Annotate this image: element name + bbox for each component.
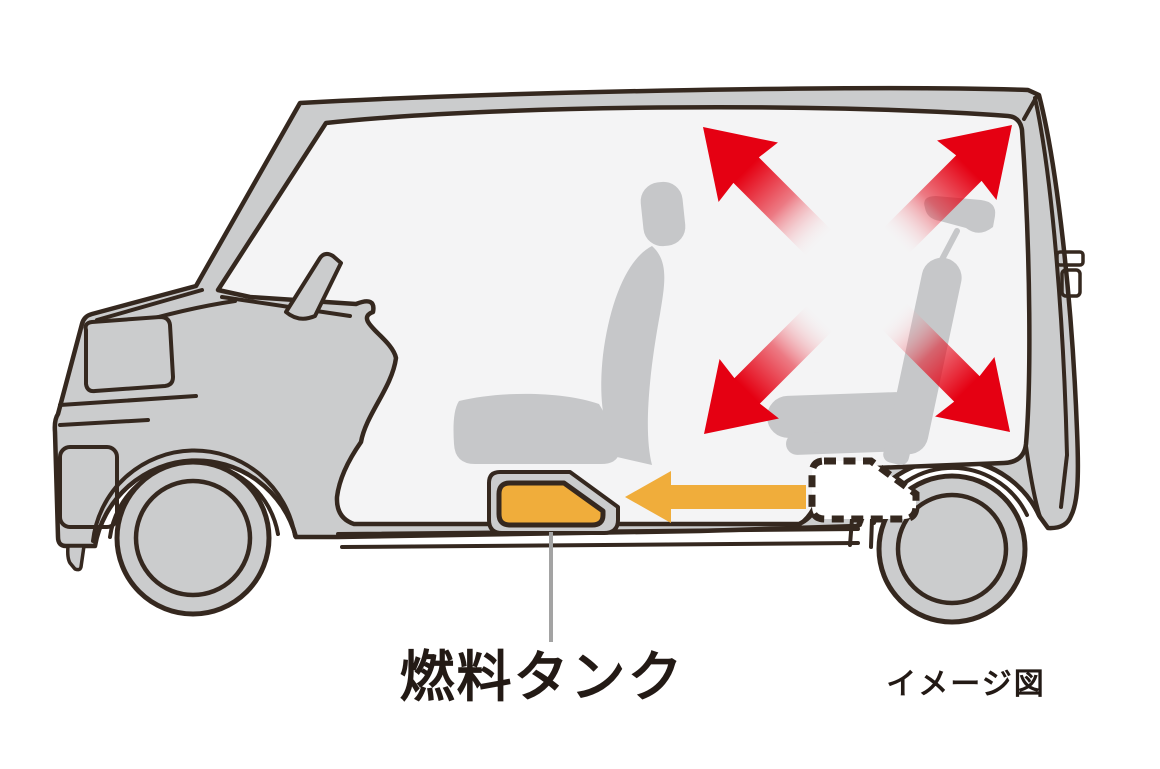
expansion-arrow-up-left-icon xyxy=(703,127,835,259)
front-seat-cushion xyxy=(453,393,620,464)
front-rim xyxy=(133,478,253,598)
front-seat xyxy=(453,181,686,465)
expansion-arrow-down-left-icon xyxy=(704,302,836,434)
expansion-arrows xyxy=(703,125,1012,434)
rear-handle-lower xyxy=(1060,268,1082,298)
front-tire xyxy=(114,459,272,617)
cowl-line xyxy=(220,295,352,318)
underbody-stub-1 xyxy=(848,517,854,547)
rear-seat-folded xyxy=(767,392,917,465)
previous-tank-location-outline xyxy=(808,457,920,523)
fuel-tank xyxy=(496,480,606,528)
sill-line-lower xyxy=(340,541,860,549)
image-note-label: イメージ図 xyxy=(886,668,1045,701)
roof-corner-joint xyxy=(1022,94,1039,121)
grille-line-upper xyxy=(58,394,198,407)
expansion-arrow-up-right-icon xyxy=(880,125,1012,257)
rear-seat-back-folded xyxy=(767,392,917,438)
rear-seat-cushion xyxy=(786,429,914,455)
front-seat-backrest xyxy=(601,246,665,465)
grille-line-lower xyxy=(58,418,150,427)
headlight xyxy=(83,315,175,394)
relocation-arrow-left-icon xyxy=(625,471,806,523)
rear-rim xyxy=(895,492,1009,606)
underbody-stub-2 xyxy=(869,517,874,549)
side-mirror xyxy=(284,251,343,321)
front-wheel-arch-outer xyxy=(91,448,297,543)
front-bumper-foot xyxy=(66,544,86,572)
rear-bumper-seam xyxy=(1059,453,1069,509)
fuel-tank-label: 燃料タンク xyxy=(399,646,684,708)
expansion-arrow-down-right-icon xyxy=(878,300,1010,432)
front-seat-headrest xyxy=(640,181,686,247)
front-wheel xyxy=(91,448,297,617)
rear-handle-upper xyxy=(1055,250,1085,267)
hood-line xyxy=(95,288,204,322)
